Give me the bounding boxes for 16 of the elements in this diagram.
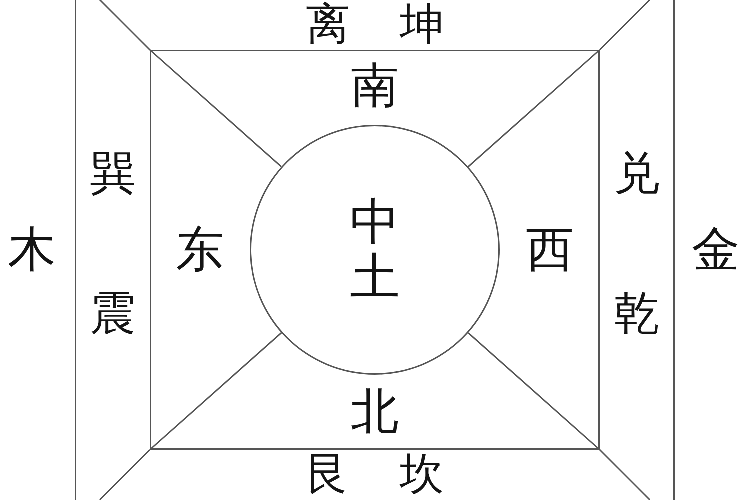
trigram-label: 乾 <box>614 290 660 336</box>
direction-label: 南 <box>351 62 399 110</box>
trigram-label: 坤 <box>400 3 444 47</box>
element-label: 金 <box>692 226 740 274</box>
trigram-label: 巽 <box>90 150 136 196</box>
trigram-label: 坎 <box>400 453 444 497</box>
trigram-label: 离 <box>306 3 350 47</box>
direction-label: 西 <box>526 226 574 274</box>
center-label: 中土 <box>350 195 400 305</box>
element-label: 木 <box>8 226 56 274</box>
direction-label: 北 <box>351 388 399 436</box>
trigram-label: 兑 <box>614 150 660 196</box>
outer-frame <box>75 0 675 500</box>
direction-label: 东 <box>176 226 224 274</box>
trigram-label: 震 <box>90 290 136 336</box>
trigram-label: 艮 <box>306 453 350 497</box>
